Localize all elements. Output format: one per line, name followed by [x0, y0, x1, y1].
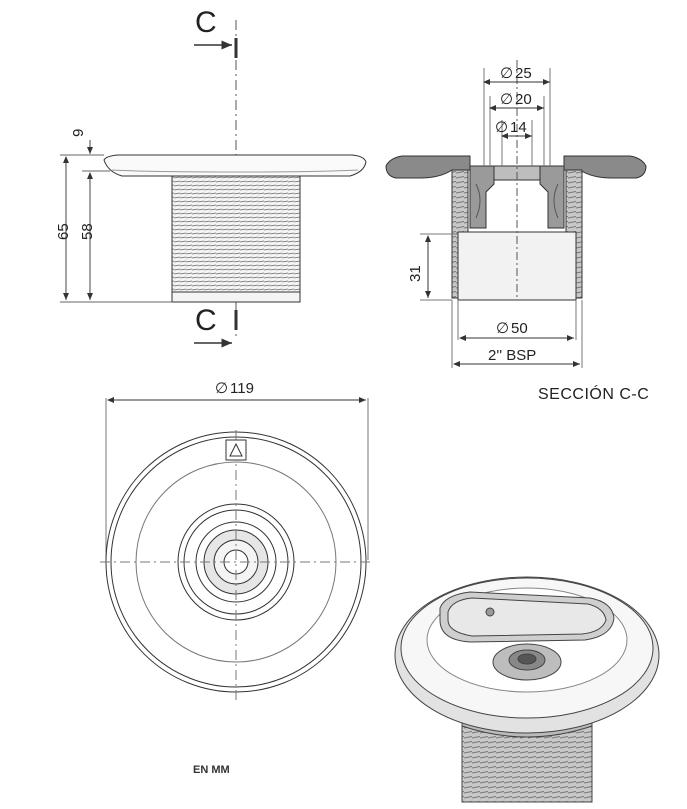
- section-view: [385, 60, 647, 368]
- section-title: SECCIÓN C-C: [538, 386, 650, 403]
- dim-h31-label: 31: [407, 265, 424, 282]
- dim-body-label: 58: [79, 223, 96, 240]
- dim-d50-label: 50: [511, 320, 528, 337]
- dim-flange-label: 9: [70, 129, 87, 137]
- top-view: [100, 397, 372, 700]
- section-mark-bottom: C: [195, 304, 217, 337]
- dim-d20-symbol: ∅: [500, 91, 513, 108]
- dim-thread-label: 2'' BSP: [488, 347, 536, 364]
- product-render: [394, 576, 660, 803]
- dim-d20-label: 20: [515, 91, 532, 108]
- dim-d50-symbol: ∅: [496, 320, 509, 337]
- dim-total-label: 65: [55, 223, 72, 240]
- section-mark-top: C: [195, 6, 217, 39]
- dim-d119-symbol: ∅: [215, 380, 228, 397]
- dim-d119-label: 119: [230, 380, 254, 397]
- side-view: [60, 20, 367, 348]
- dim-d14-label: 14: [510, 119, 527, 136]
- dim-d25-symbol: ∅: [500, 65, 513, 82]
- dim-d25-label: 25: [515, 65, 532, 82]
- units-note: EN MM: [193, 764, 230, 776]
- dim-d14-symbol: ∅: [495, 119, 508, 136]
